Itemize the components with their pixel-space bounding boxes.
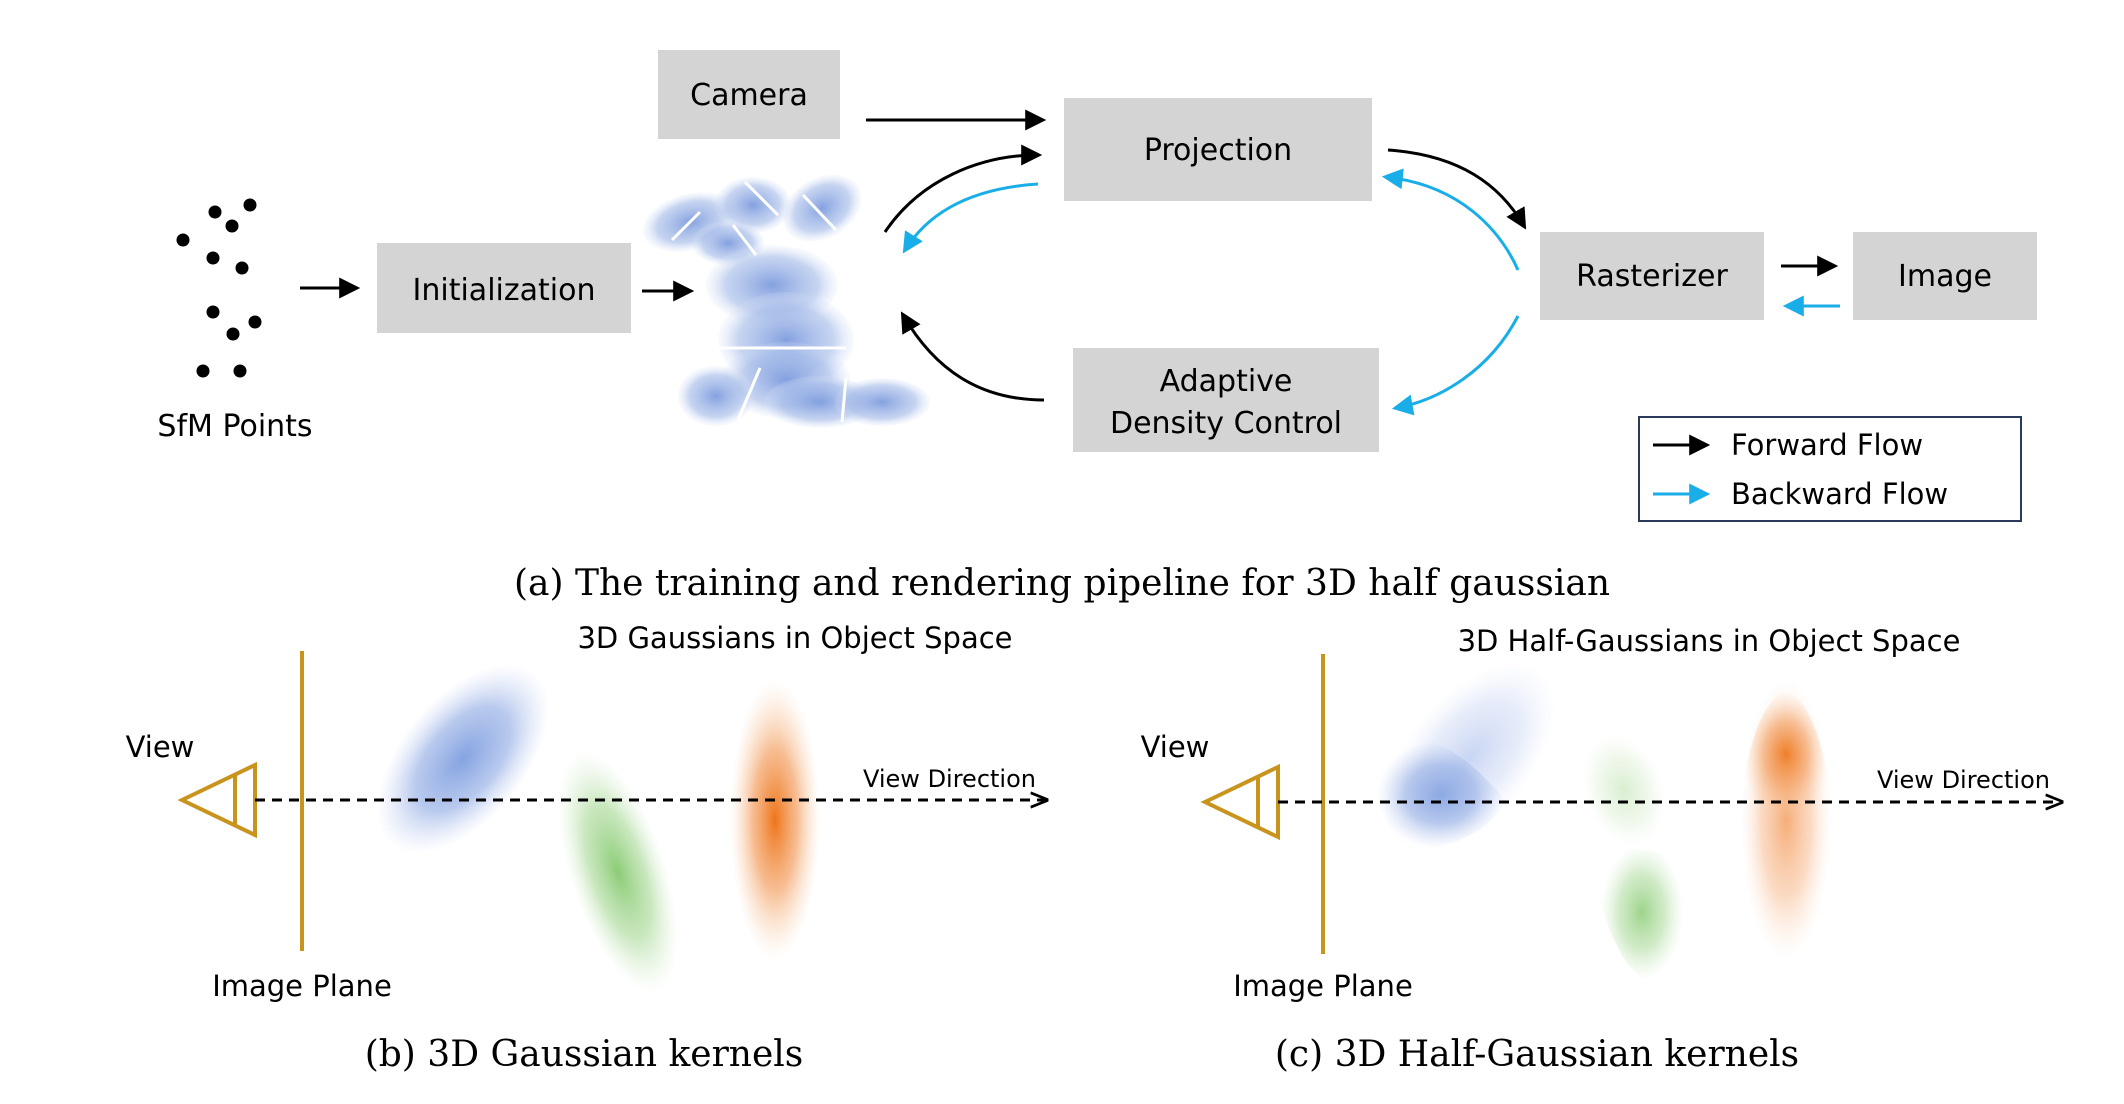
legend-backward-label: Backward Flow: [1731, 477, 1948, 511]
panel-c-view-direction-label: View Direction: [1877, 766, 2050, 794]
camera-label: Camera: [690, 78, 808, 113]
sfm-points: [176, 198, 262, 378]
panel-c-camera-icon: [1200, 763, 1280, 841]
panel-b-view-label: View: [126, 730, 195, 764]
adc-box: [1073, 348, 1379, 452]
projection-label: Projection: [1144, 133, 1292, 168]
image-label: Image: [1898, 259, 1992, 294]
caption-c: (c) 3D Half-Gaussian kernels: [1275, 1034, 1799, 1075]
projection-box: [1064, 98, 1372, 201]
panel-b-gaussians: [376, 664, 820, 993]
panel-c-green-light-half: [1581, 733, 1667, 847]
initialization-box: [377, 243, 631, 333]
panel-b-view-direction-label: View Direction: [863, 765, 1036, 793]
panel-b-green-gaussian: [557, 751, 679, 993]
sfm-points-label: SfM Points: [157, 409, 312, 444]
arrow-projection-to-gaussians: [902, 182, 1039, 254]
gaussian-cluster: [643, 174, 930, 428]
panel-b-camera-icon: [177, 761, 257, 839]
panel-c-view-label: View: [1141, 730, 1210, 764]
adc-label-line2: Density Control: [1110, 406, 1342, 441]
panel-c-title: 3D Half-Gaussians in Object Space: [1458, 624, 1961, 658]
panel-b-blue-gaussian: [376, 664, 550, 854]
camera-box: [658, 50, 840, 139]
caption-a: (a) The training and rendering pipeline …: [514, 563, 1610, 604]
arrow-adc-to-gaussians: [900, 311, 1045, 402]
panel-c-blue-light-half: [1383, 662, 1557, 852]
panel-b-image-plane-label: Image Plane: [212, 969, 392, 1003]
panel-c-image-plane-label: Image Plane: [1233, 969, 1413, 1003]
panel-b-orange-gaussian: [730, 680, 820, 960]
arrow-rasterizer-to-adc: [1391, 315, 1520, 416]
arrow-rasterizer-to-projection: [1381, 168, 1520, 271]
image-box: [1853, 232, 2037, 320]
adc-label-line1: Adaptive: [1160, 364, 1293, 399]
panel-b-title: 3D Gaussians in Object Space: [577, 621, 1012, 655]
caption-b: (b) 3D Gaussian kernels: [365, 1034, 804, 1075]
arrow-projection-to-rasterizer: [1387, 148, 1527, 230]
rasterizer-label: Rasterizer: [1576, 259, 1728, 294]
legend-forward-label: Forward Flow: [1731, 428, 1923, 462]
rasterizer-box: [1540, 232, 1764, 320]
panel-c-blue-dark-half: [1376, 740, 1505, 848]
panel-c-orange-dark-half: [1742, 690, 1830, 818]
initialization-label: Initialization: [413, 273, 596, 308]
panel-c-green-dark-half: [1600, 843, 1684, 982]
legend-box: [1638, 416, 2022, 522]
panel-c-half-gaussians: [1376, 662, 1831, 982]
arrow-gaussians-to-projection: [883, 144, 1043, 233]
